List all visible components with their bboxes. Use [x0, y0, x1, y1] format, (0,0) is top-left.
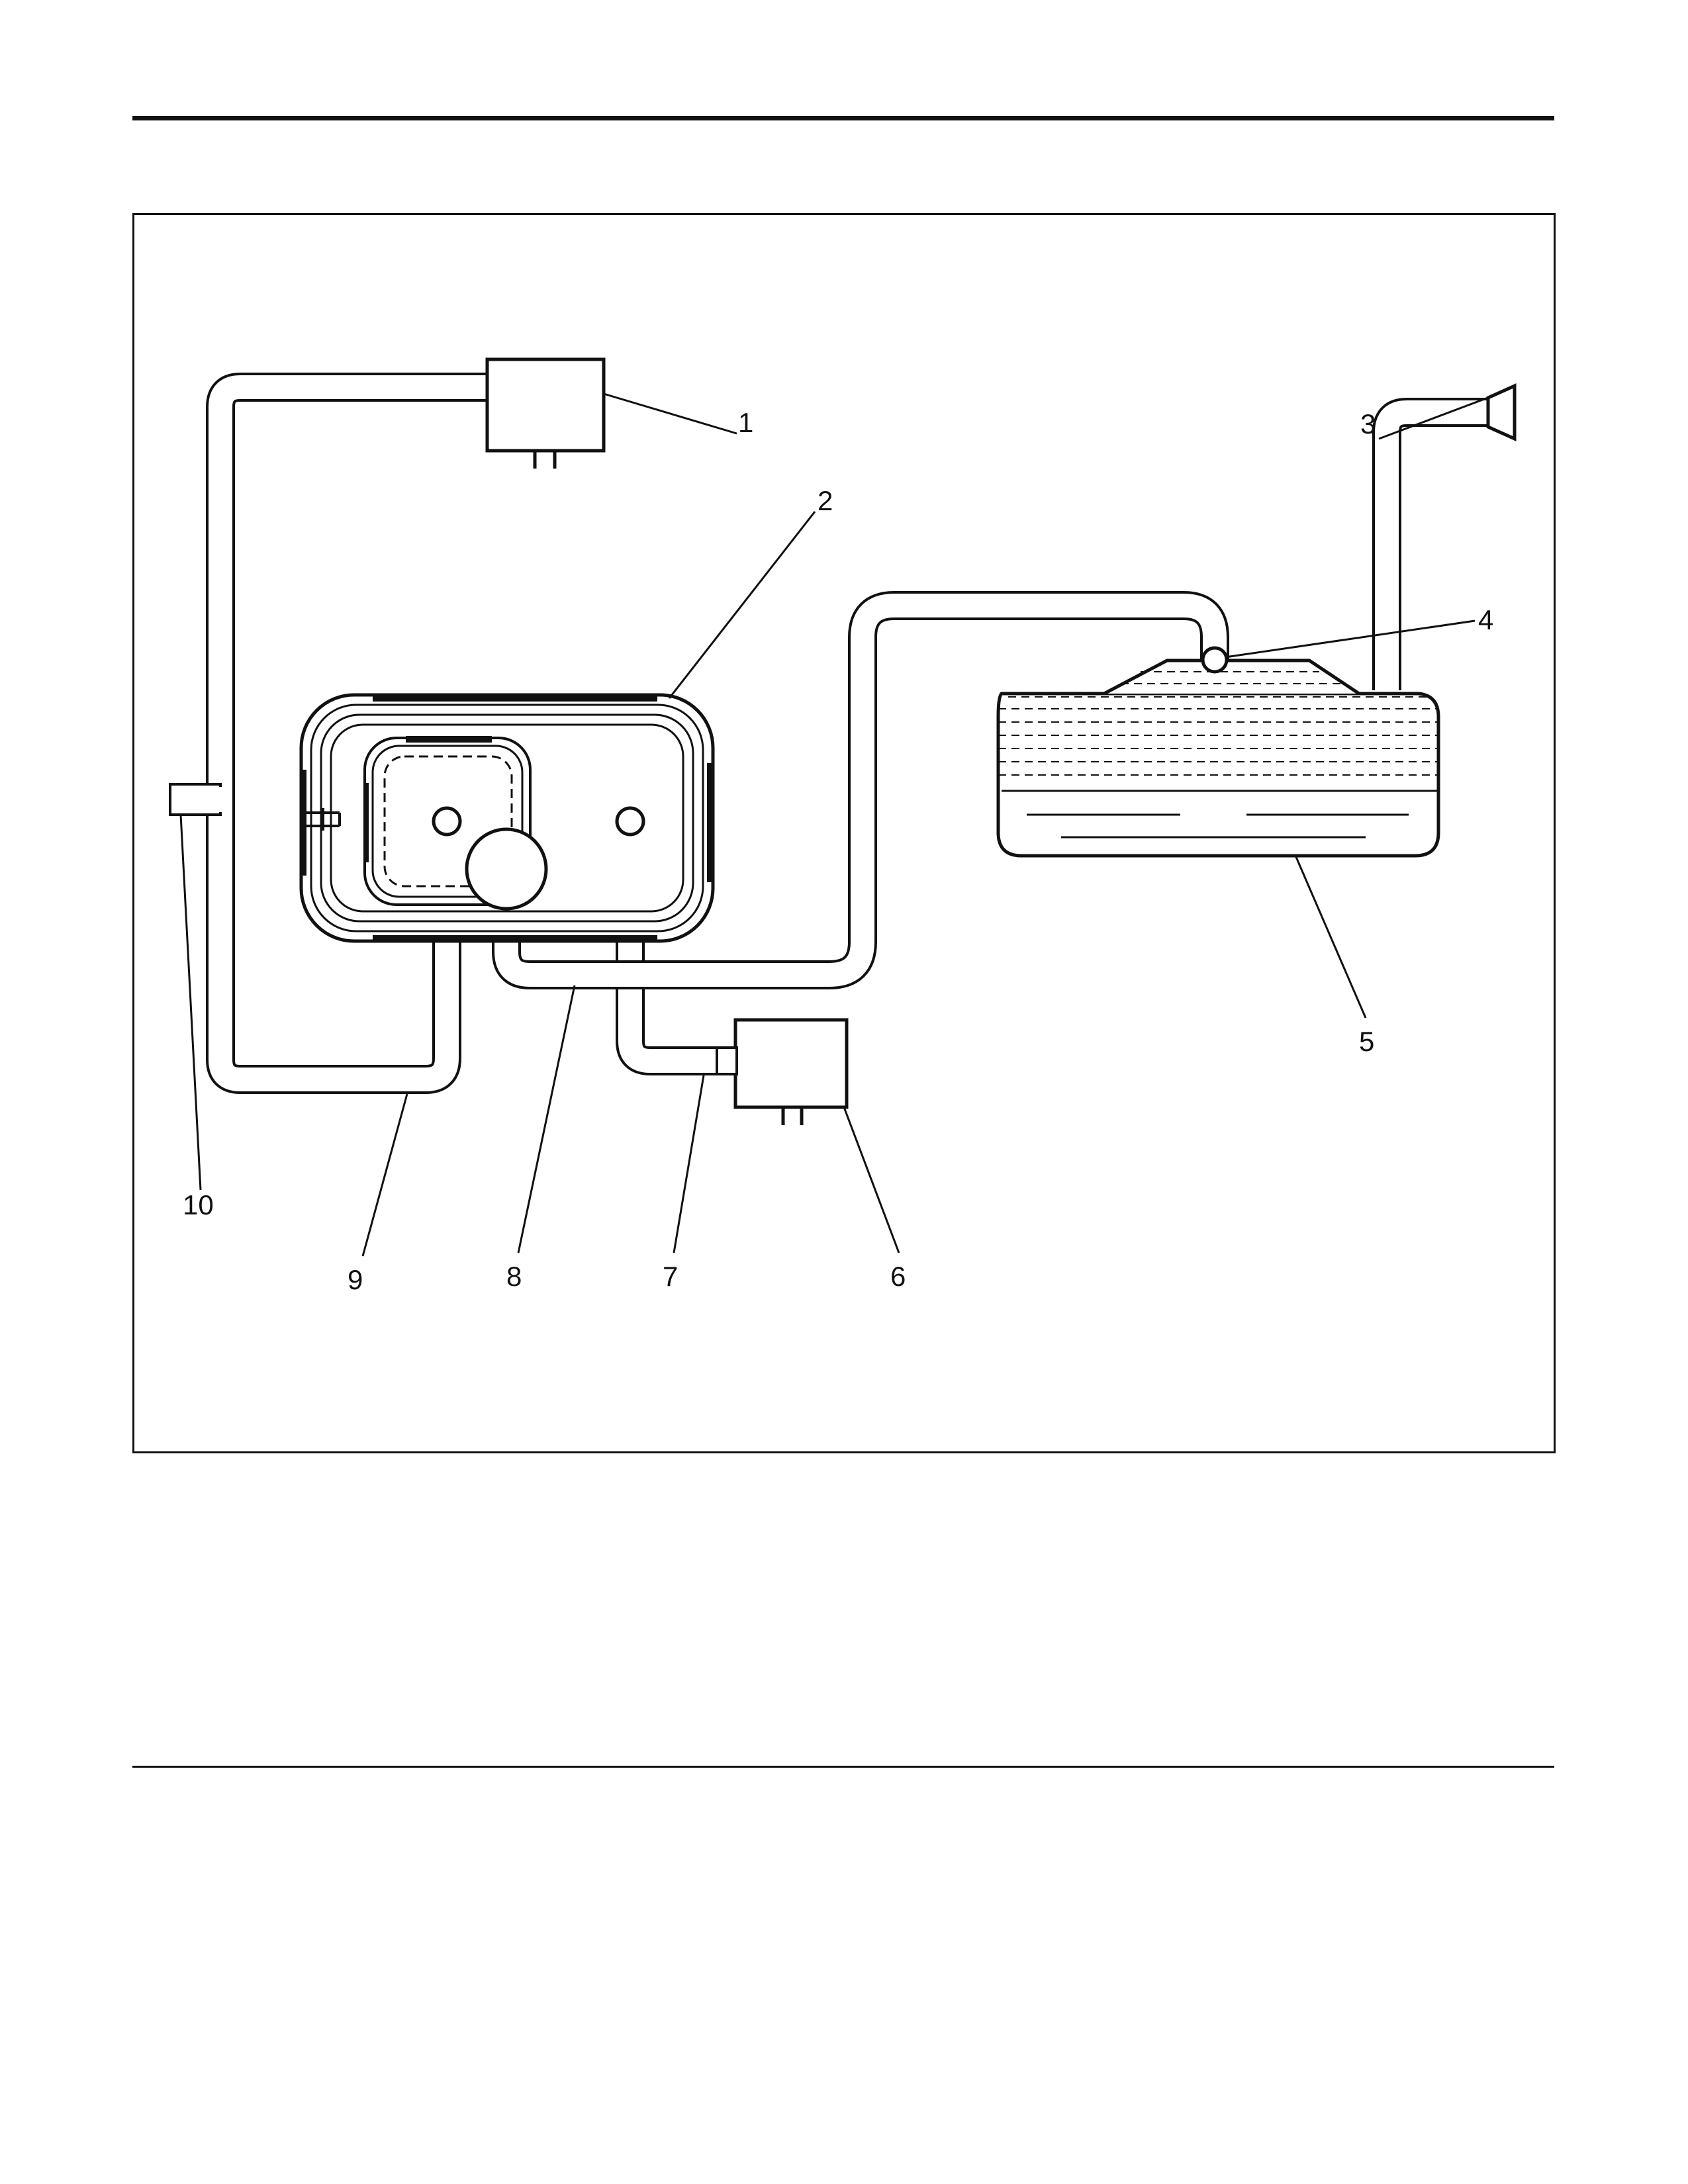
callout-10: 10	[183, 1189, 214, 1220]
filler-4	[1203, 648, 1227, 672]
callout-5: 5	[1359, 1026, 1374, 1057]
engine-port-right	[617, 808, 643, 835]
callout-9: 9	[348, 1264, 363, 1295]
callout-2: 2	[818, 485, 833, 516]
figure-frame: 1 2 3 4 5 6 7 8 9 10	[132, 213, 1556, 1453]
callout-3: 3	[1360, 408, 1376, 439]
component-6-box	[717, 1020, 847, 1125]
callout-7: 7	[663, 1261, 678, 1292]
footer-rule	[132, 1766, 1554, 1768]
component-1-box	[487, 359, 604, 469]
callout-8: 8	[506, 1261, 522, 1292]
pump	[467, 829, 546, 909]
vent-horn-3	[1488, 386, 1515, 439]
hose-vent	[1387, 412, 1488, 690]
header-rule	[132, 116, 1554, 120]
callout-4: 4	[1478, 604, 1493, 635]
system-diagram: 1 2 3 4 5 6 7 8 9 10	[134, 215, 1554, 1451]
callout-1: 1	[738, 407, 753, 438]
engine-port-left	[434, 808, 460, 835]
callout-6: 6	[890, 1261, 906, 1292]
